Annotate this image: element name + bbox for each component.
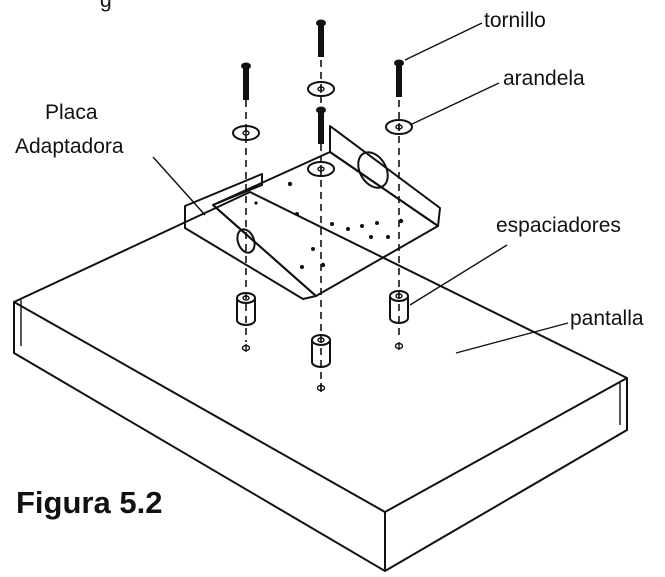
washer-middle-low [307,161,335,177]
label-placa-line1: Placa [45,101,98,124]
label-pantalla: pantalla [570,307,644,330]
label-arandela: arandela [503,67,585,90]
adapter-plate [184,125,441,300]
washer-middle-top [307,81,335,97]
screw-right [394,59,404,97]
label-placa-line2: Adaptadora [15,135,124,158]
washer-right [385,119,413,135]
washer-left [232,125,260,141]
label-tornillo: tornillo [484,9,546,32]
leader-lines [152,22,569,354]
label-top-partial: g [100,0,112,12]
label-espaciadores: espaciadores [496,214,621,237]
screw-middle-top [316,19,326,57]
screw-middle-low [316,106,326,144]
figure-caption: Figura 5.2 [16,485,162,520]
screw-left [241,62,251,100]
display-box [13,191,628,572]
